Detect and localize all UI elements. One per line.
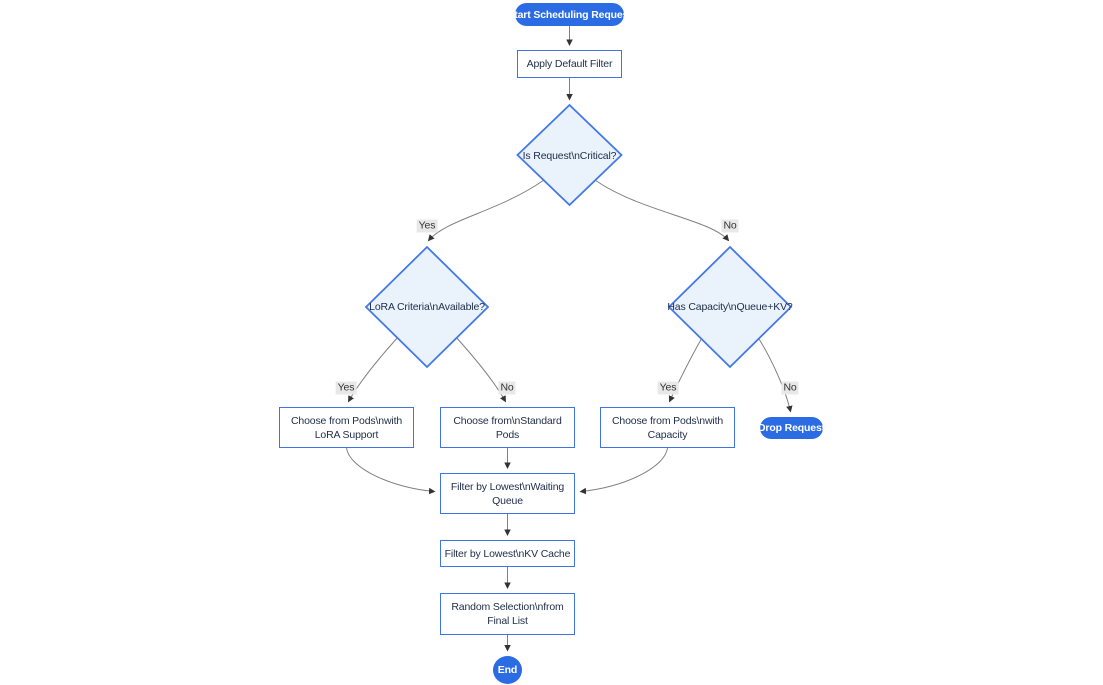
- node-choose-lora-pods-line1: Choose from Pods\nwith: [290, 414, 403, 427]
- node-end-label: End: [497, 664, 518, 676]
- node-lora-criteria-label: LoRA Criteria\nAvailable?: [369, 301, 485, 313]
- node-choose-standard-pods: Choose from\nStandard Pods: [440, 407, 575, 448]
- edge-critical-yes: [427, 179, 545, 242]
- edge-label-yes-critical: Yes: [416, 219, 438, 233]
- node-choose-standard-pods-line2: Pods: [495, 428, 520, 441]
- node-start: Start Scheduling Request: [507, 3, 632, 26]
- node-apply-default-filter-label: Apply Default Filter: [526, 58, 613, 70]
- node-apply-default-filter: Apply Default Filter: [517, 50, 622, 78]
- diamond-has-capacity: [667, 245, 793, 369]
- edge-capacity-no: [756, 335, 793, 413]
- node-drop-request: Drop Request: [757, 417, 826, 439]
- edge-label-yes-lora: Yes: [335, 381, 357, 395]
- edge-lora-yes: [348, 335, 400, 403]
- node-random-selection-line1: Random Selection\nfrom: [451, 601, 564, 613]
- diamond-lora-criteria: [364, 245, 490, 369]
- edge-label-yes-capacity: Yes: [657, 381, 679, 395]
- node-random-selection: Random Selection\nfrom Final List: [440, 593, 575, 635]
- edge-choosecap-filter: [579, 447, 668, 495]
- node-choose-capacity-pods: Choose from Pods\nwith Capacity: [600, 407, 735, 448]
- node-choose-capacity-pods-line1: Choose from Pods\nwith: [611, 414, 724, 427]
- edge-capacity-yes: [668, 335, 704, 403]
- node-choose-lora-pods: Choose from Pods\nwith LoRA Support: [279, 407, 414, 448]
- edge-critical-no: [594, 179, 730, 242]
- node-end: End: [493, 656, 522, 684]
- node-drop-request-label: Drop Request: [757, 422, 826, 434]
- diamond-is-critical: [516, 103, 623, 207]
- node-has-capacity-label: Has Capacity\nQueue+KV?: [667, 301, 793, 313]
- node-choose-capacity-pods-line2: Capacity: [647, 428, 688, 441]
- node-filter-kv-cache-label: Filter by Lowest\nKV Cache: [444, 547, 571, 560]
- edge-label-no-critical: No: [721, 219, 739, 233]
- decision-diamonds: [364, 103, 793, 369]
- edge-paths: [346, 26, 793, 652]
- edge-label-no-capacity: No: [781, 381, 799, 395]
- edge-label-no-lora: No: [498, 381, 516, 395]
- node-filter-waiting-queue-line2: Queue: [492, 494, 523, 507]
- edge-chooselora-filter: [346, 447, 436, 495]
- node-is-critical-label: Is Request\nCritical?: [522, 150, 617, 162]
- node-start-label: Start Scheduling Request: [507, 8, 632, 21]
- node-choose-lora-pods-line2: LoRA Support: [314, 428, 379, 441]
- node-random-selection-line2: Final List: [487, 615, 528, 627]
- node-filter-waiting-queue-line1: Filter by Lowest\nWaiting: [450, 480, 565, 493]
- node-filter-kv-cache: Filter by Lowest\nKV Cache: [440, 540, 575, 567]
- node-choose-standard-pods-line1: Choose from\nStandard: [453, 414, 562, 427]
- edge-lora-no: [454, 335, 506, 403]
- node-filter-waiting-queue: Filter by Lowest\nWaiting Queue: [440, 473, 575, 514]
